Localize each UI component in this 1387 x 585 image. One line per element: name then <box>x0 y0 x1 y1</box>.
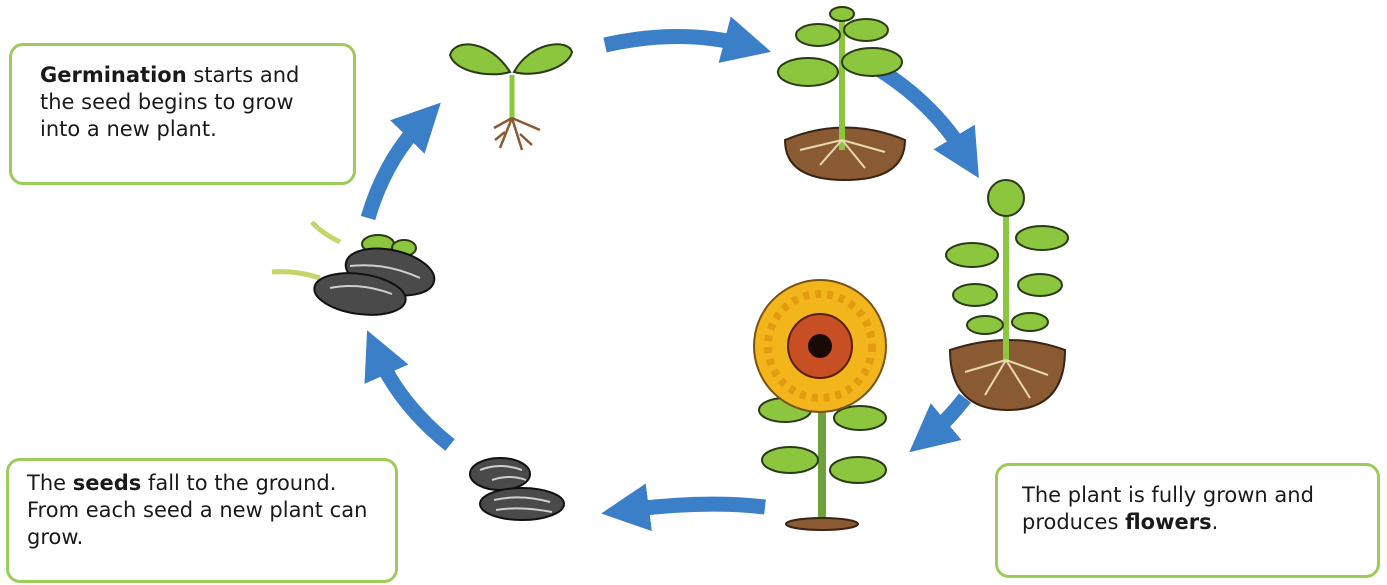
seeds-text: fall to the ground. From each seed a new… <box>27 471 368 549</box>
flowers-term: flowers <box>1125 510 1212 534</box>
flowers-caption: The plant is fully grown and produces fl… <box>995 463 1380 578</box>
arrow-budding-to-flower <box>909 393 971 453</box>
arrow-flower-to-seeds <box>601 483 766 532</box>
germinating-seeds-illustration <box>271 220 436 316</box>
seeds-text-start: The <box>27 471 73 495</box>
germination-caption: Germination starts and the seed begins t… <box>9 43 356 185</box>
germination-term: Germination <box>40 63 187 87</box>
arrow-seeds-to-sprouts <box>364 330 455 451</box>
arrow-sprouts-to-seedling <box>360 102 441 221</box>
seeds-caption: The seeds fall to the ground. From each … <box>6 458 398 583</box>
cycle-arrows <box>360 16 979 532</box>
young-plant-illustration <box>777 6 907 182</box>
sunflower-illustration <box>753 279 887 531</box>
budding-plant-illustration <box>945 179 1069 412</box>
germination-text: starts and the seed begins to grow into … <box>40 63 300 141</box>
flowers-text-start: The plant is fully grown and produces <box>1022 483 1314 534</box>
seeds-term: seeds <box>72 471 142 495</box>
arrow-young-to-budding <box>875 63 979 179</box>
flowers-text-end: . <box>1211 510 1219 534</box>
seedling-illustration <box>448 43 574 151</box>
fallen-seeds-illustration <box>469 457 565 521</box>
arrow-seedling-to-young <box>603 16 772 63</box>
